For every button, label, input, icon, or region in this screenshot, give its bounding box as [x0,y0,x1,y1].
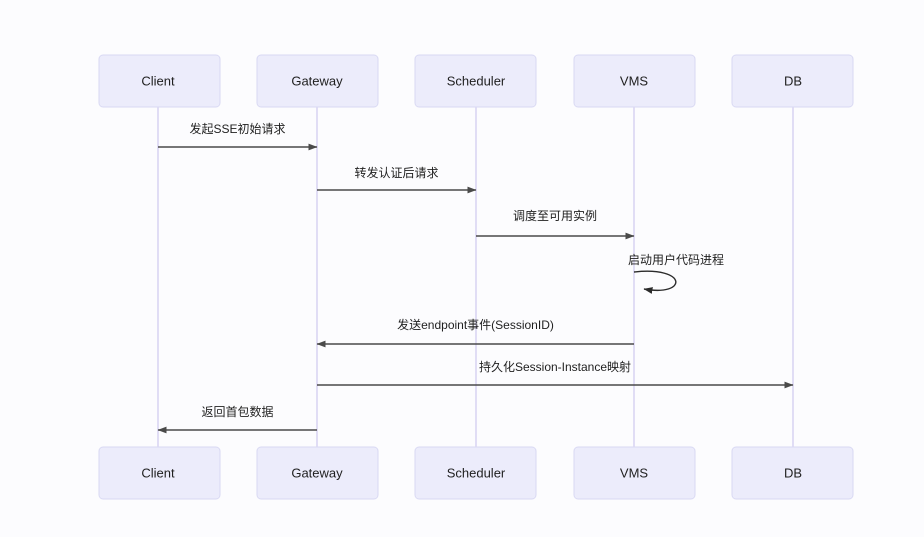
message-label-1: 发起SSE初始请求 [189,121,285,136]
participant-header-scheduler[interactable]: Scheduler [414,54,537,108]
participant-footer-group: Client Gateway Scheduler VMS DB [98,446,854,500]
participant-box-gateway[interactable] [256,54,379,108]
participant-box-scheduler[interactable] [414,446,537,500]
participant-box-db[interactable] [731,54,854,108]
participant-header-vms[interactable]: VMS [573,54,696,108]
participant-header-db[interactable]: DB [731,54,854,108]
participant-label-vms: VMS [620,73,649,88]
messages-group: 发起SSE初始请求转发认证后请求调度至可用实例启动用户代码进程发送endpoin… [157,121,794,434]
message-label-7: 返回首包数据 [201,404,273,419]
message-2-gateway-to-scheduler[interactable]: 转发认证后请求 [317,165,477,194]
participant-footer-vms[interactable]: VMS [573,446,696,500]
participant-label-scheduler: Scheduler [447,73,506,88]
participant-box-db[interactable] [731,446,854,500]
participant-box-client[interactable] [98,446,221,500]
message-7-gateway-to-client[interactable]: 返回首包数据 [157,404,317,434]
message-4-vms-to-vms[interactable]: 启动用户代码进程 [628,252,724,294]
participant-label-gateway: Gateway [291,465,343,480]
message-1-client-to-gateway[interactable]: 发起SSE初始请求 [158,121,318,151]
participant-box-vms[interactable] [573,54,696,108]
participant-footer-scheduler[interactable]: Scheduler [414,446,537,500]
message-5-vms-to-gateway[interactable]: 发送endpoint事件(SessionID) [316,317,634,348]
message-self-loop-arrow [633,270,677,294]
participant-label-vms: VMS [620,465,649,480]
message-label-4: 启动用户代码进程 [628,252,724,267]
message-label-2: 转发认证后请求 [354,165,438,180]
participant-header-gateway[interactable]: Gateway [256,54,379,108]
participant-box-vms[interactable] [573,446,696,500]
message-6-gateway-to-db[interactable]: 持久化Session-Instance映射 [317,359,794,389]
participant-header-client[interactable]: Client [98,54,221,108]
message-label-3: 调度至可用实例 [513,208,597,223]
message-label-5: 发送endpoint事件(SessionID) [397,317,554,332]
participant-footer-client[interactable]: Client [98,446,221,500]
participant-label-scheduler: Scheduler [447,465,506,480]
participant-label-gateway: Gateway [291,73,343,88]
participant-box-gateway[interactable] [256,446,379,500]
participant-label-client: Client [141,73,175,88]
message-label-6: 持久化Session-Instance映射 [479,359,631,374]
participant-label-client: Client [141,465,175,480]
participant-footer-db[interactable]: DB [731,446,854,500]
participant-label-db: DB [784,73,802,88]
participant-header-group: Client Gateway Scheduler VMS DB [98,54,854,108]
participant-box-client[interactable] [98,54,221,108]
lifelines-group [157,107,794,447]
participant-footer-gateway[interactable]: Gateway [256,446,379,500]
participant-label-db: DB [784,465,802,480]
message-3-scheduler-to-vms[interactable]: 调度至可用实例 [476,208,635,240]
participant-box-scheduler[interactable] [414,54,537,108]
